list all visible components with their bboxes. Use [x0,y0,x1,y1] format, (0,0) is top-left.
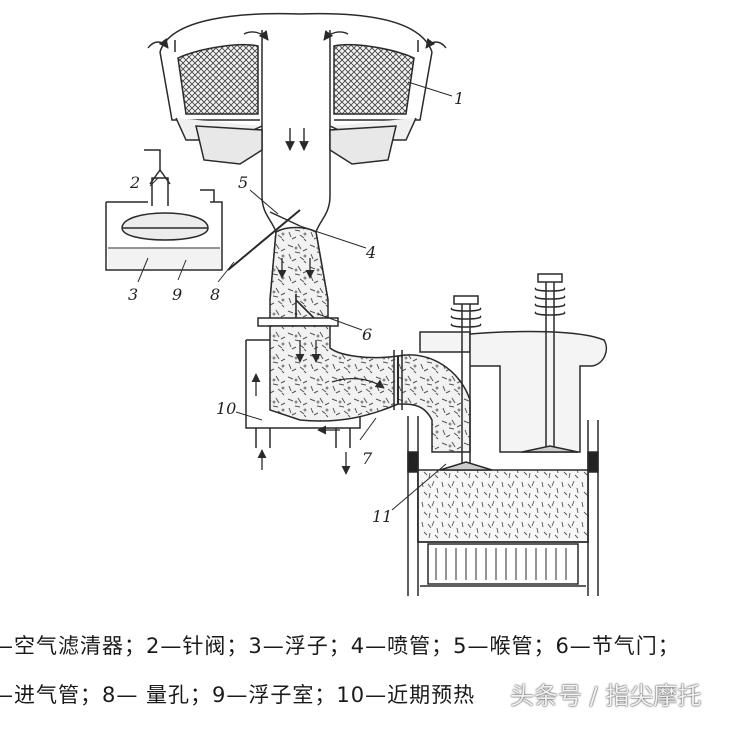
label-7: 7 [362,449,373,468]
label-5: 5 [238,173,248,192]
legend-line-2: —进气管；8— 量孔；9—浮子室；10—近期预热 [0,683,476,707]
label-4: 4 [365,243,376,262]
watermark: 头条号 / 指尖摩托 [510,682,702,710]
label-11: 11 [372,507,392,526]
label-9: 9 [172,285,182,304]
carburetor-diagram: 1 2 3 4 5 6 7 8 9 10 11 [105,12,608,596]
engine-cylinder [407,273,608,596]
label-6: 6 [362,325,372,344]
label-8: 8 [210,285,220,304]
airflow-arrows [147,30,447,151]
label-10: 10 [216,399,236,418]
flow-arrows [251,258,385,475]
label-2: 2 [129,173,140,192]
float-chamber [105,149,223,271]
label-3: 3 [128,285,138,304]
air-filter [159,12,433,165]
intake-manifold [245,325,471,453]
leader-lines [137,81,453,511]
legend-line-1: —空气滤清器；2—针阀；3—浮子；4—喷管；5—喉管；6—节气门； [0,634,680,658]
label-1: 1 [454,89,464,108]
